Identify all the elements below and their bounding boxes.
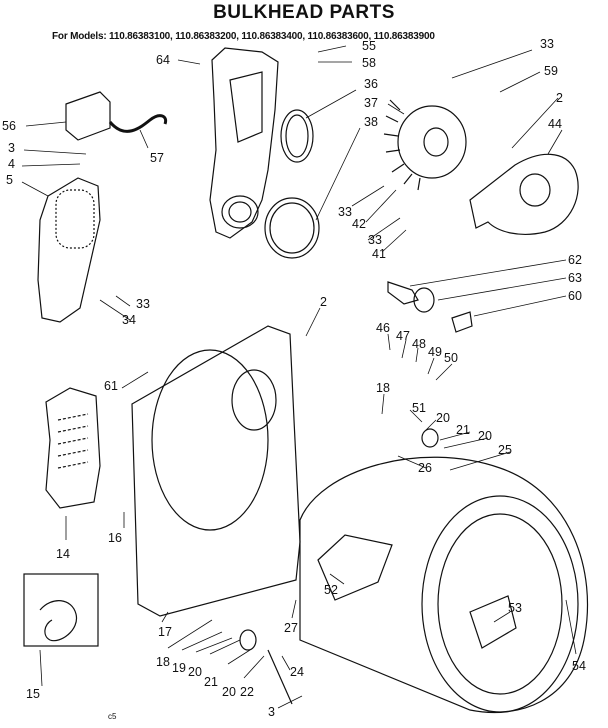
gasket-38 [264, 197, 320, 259]
callout-50: 50 [444, 351, 458, 365]
diagram-title: BULKHEAD PARTS [213, 2, 395, 23]
upper-duct [209, 47, 279, 239]
callout-3: 3 [8, 141, 15, 155]
drum-rim [421, 495, 579, 713]
callout-21: 21 [456, 423, 470, 437]
callout-56: 56 [2, 119, 16, 133]
heater-14 [45, 387, 101, 509]
baffle-53 [469, 595, 517, 649]
gasket-38-inner [269, 202, 315, 254]
callout-3b: 3 [268, 705, 275, 719]
blower-fins [383, 99, 421, 191]
callout-37: 37 [364, 96, 378, 110]
roller-21-upper [421, 428, 439, 448]
callout-36: 36 [364, 77, 378, 91]
callout-48: 48 [412, 337, 426, 351]
callout-2: 2 [556, 91, 563, 105]
callout-63: 63 [568, 271, 582, 285]
duct-outlet-inner [228, 201, 252, 223]
bulkhead-lint-screen [231, 369, 277, 431]
callout-25: 25 [498, 443, 512, 457]
callout-27: 27 [284, 621, 298, 635]
blower-wheel-hub [423, 127, 449, 157]
callout-26: 26 [418, 461, 432, 475]
callout-4: 4 [8, 157, 15, 171]
callout-18b: 18 [156, 655, 170, 669]
callout-20b: 20 [478, 429, 492, 443]
connector-56 [65, 91, 111, 141]
callout-22: 22 [240, 685, 254, 699]
model-list: For Models: 110.86383100, 110.86383200, … [52, 31, 435, 42]
drum-27 [299, 456, 589, 714]
callout-41: 41 [372, 247, 386, 261]
bulkhead-opening [151, 349, 269, 531]
callout-33c: 33 [368, 233, 382, 247]
callout-19: 19 [172, 661, 186, 675]
bulb-62 [387, 281, 419, 305]
callout-38: 38 [364, 115, 378, 129]
callout-5: 5 [6, 173, 13, 187]
callout-59: 59 [544, 64, 558, 78]
blower-wheel-37 [397, 105, 467, 179]
callout-52: 52 [324, 583, 338, 597]
callout-53: 53 [508, 601, 522, 615]
callout-21b: 21 [204, 675, 218, 689]
callout-33d: 33 [136, 297, 150, 311]
callout-46: 46 [376, 321, 390, 335]
callout-20d: 20 [222, 685, 236, 699]
callout-51: 51 [412, 401, 426, 415]
callout-62: 62 [568, 253, 582, 267]
air-duct-5 [37, 177, 101, 323]
duct-outlet [221, 195, 259, 229]
gasket-36-inner [285, 114, 309, 158]
callout-17: 17 [158, 625, 172, 639]
callout-58: 58 [362, 56, 376, 70]
callout-44: 44 [548, 117, 562, 131]
callout-20c: 20 [188, 665, 202, 679]
callout-49: 49 [428, 345, 442, 359]
gasket-36 [280, 109, 314, 163]
front-bulkhead-17 [131, 325, 301, 617]
roller-21 [239, 629, 257, 651]
duct-screen [55, 189, 95, 249]
heater-coil [57, 413, 89, 469]
callout-24: 24 [290, 665, 304, 679]
callout-34: 34 [122, 313, 136, 327]
duct-recess [229, 71, 263, 143]
leader-lines [21, 45, 577, 709]
socket-63 [413, 287, 435, 313]
callout-14: 14 [56, 547, 70, 561]
roller-axle-22 [267, 649, 293, 705]
footer-stamp: c5 [108, 712, 117, 721]
callout-55: 55 [362, 39, 376, 53]
callout-42: 42 [352, 217, 366, 231]
callout-47: 47 [396, 329, 410, 343]
callout-20: 20 [436, 411, 450, 425]
kit-15-belt [39, 600, 78, 642]
callout-57: 57 [150, 151, 164, 165]
callout-15: 15 [26, 687, 40, 701]
kit-15-box [23, 573, 99, 647]
baffle-52 [317, 534, 393, 601]
bracket-60 [451, 311, 473, 333]
drum-inner [437, 513, 563, 695]
callout-64: 64 [156, 53, 170, 67]
housing-hub [519, 173, 551, 207]
callout-33b: 33 [338, 205, 352, 219]
callout-16: 16 [108, 531, 122, 545]
callout-54: 54 [572, 659, 586, 673]
callout-60: 60 [568, 289, 582, 303]
callout-33: 33 [540, 37, 554, 51]
wire-57 [108, 114, 168, 133]
callout-61: 61 [104, 379, 118, 393]
blower-housing-44 [469, 153, 579, 235]
callout-2b: 2 [320, 295, 327, 309]
callout-18: 18 [376, 381, 390, 395]
